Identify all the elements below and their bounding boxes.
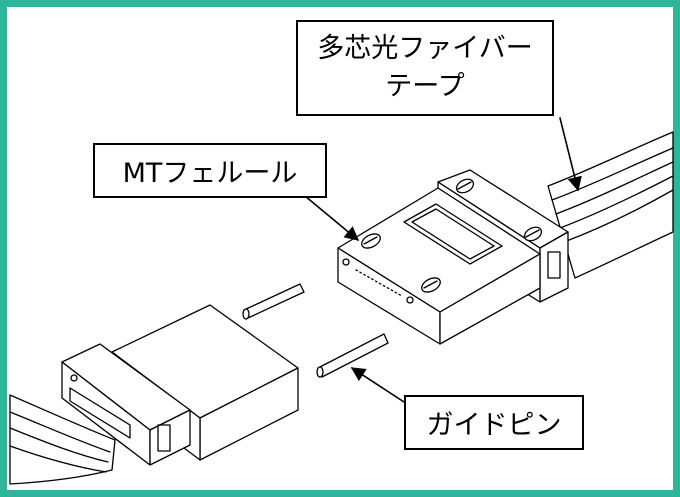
mt-ferrule-right <box>337 169 569 345</box>
fiber-tape-left <box>9 394 116 485</box>
label-mt-ferrule-text: MTフェルール <box>122 158 298 189</box>
label-fiber-tape-line2: テープ <box>385 71 465 102</box>
label-mt-ferrule: MTフェルール <box>93 143 327 198</box>
label-fiber-tape: 多芯光ファイバー テープ <box>296 20 554 116</box>
fiber-tape-right <box>547 131 674 279</box>
label-guide-pin-text: ガイドピン <box>426 410 562 441</box>
label-guide-pin: ガイドピン <box>404 395 584 450</box>
label-fiber-tape-line1: 多芯光ファイバー <box>317 33 533 64</box>
arrow-ferrule <box>304 195 360 241</box>
callout-arrows <box>304 117 582 403</box>
arrow-pin <box>350 367 405 403</box>
arrow-tape <box>559 117 582 192</box>
mt-ferrule-left <box>61 304 299 466</box>
guide-pins <box>242 283 389 378</box>
